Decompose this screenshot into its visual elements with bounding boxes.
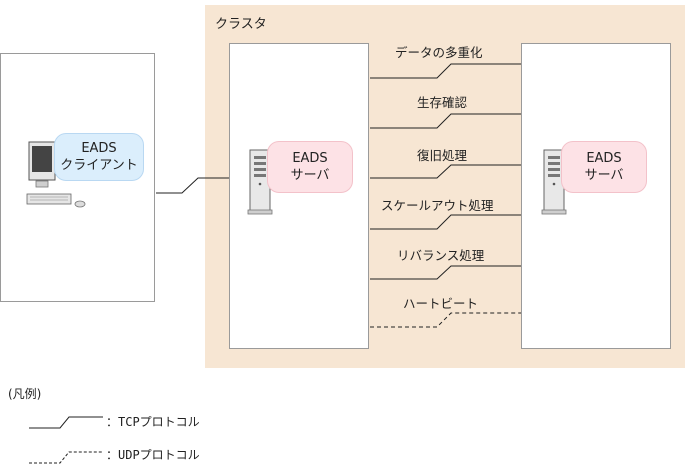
server-left-label: EADS サーバ xyxy=(267,141,353,193)
server-right-label-line2: サーバ xyxy=(584,168,624,183)
server-right-label: EADS サーバ xyxy=(561,141,647,193)
client-computer-icon xyxy=(26,141,86,208)
connection-label-5: ハートビート xyxy=(403,296,479,311)
client-server-line xyxy=(156,177,229,194)
connection-label-2: 復旧処理 xyxy=(417,148,468,163)
connection-line-3 xyxy=(370,214,521,230)
legend-tcp-label: ：TCPプロトコル xyxy=(106,415,200,429)
connection-label-3: スケールアウト処理 xyxy=(381,198,494,213)
connection-line-5 xyxy=(370,312,521,328)
server-right-icon xyxy=(541,149,567,215)
server-left-label-line1: EADS xyxy=(292,151,328,166)
connection-label-4: リバランス処理 xyxy=(397,248,485,263)
legend-title: (凡例) xyxy=(8,387,42,401)
legend-tcp-line xyxy=(29,416,103,429)
connection-line-2 xyxy=(370,164,521,179)
client-label-line2: クライアント xyxy=(60,158,138,173)
cluster-label: クラスタ xyxy=(215,17,267,32)
client-label: EADS クライアント xyxy=(54,133,144,181)
server-left-label-line2: サーバ xyxy=(290,168,330,183)
server-left-icon xyxy=(247,149,273,215)
connection-line-4 xyxy=(370,265,521,280)
client-label-line1: EADS xyxy=(81,141,117,156)
legend-udp-line xyxy=(29,451,103,464)
connection-line-0 xyxy=(370,63,521,79)
connection-line-1 xyxy=(370,113,521,129)
legend-udp-label: ：UDPプロトコル xyxy=(106,448,200,462)
server-right-label-line1: EADS xyxy=(586,151,622,166)
connection-label-0: データの多重化 xyxy=(395,45,483,60)
connection-label-1: 生存確認 xyxy=(417,95,468,110)
